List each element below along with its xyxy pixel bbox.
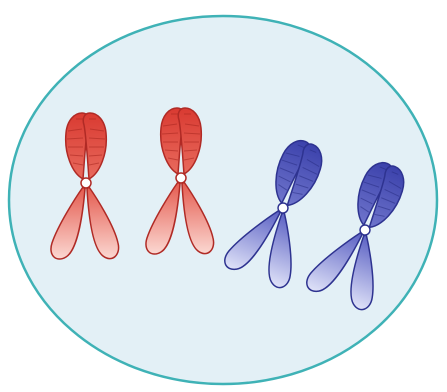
centromere-red-1 (81, 178, 91, 188)
centromere-red-2 (176, 173, 186, 183)
